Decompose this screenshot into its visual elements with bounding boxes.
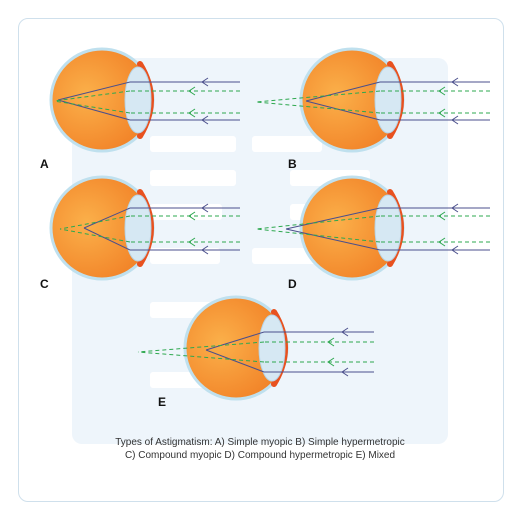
refracted-ray-dashed: [59, 215, 131, 230]
arrowhead: [327, 357, 335, 367]
arrowhead: [188, 86, 196, 96]
refracted-ray-dashed: [137, 351, 265, 363]
panel-label-e: E: [158, 395, 166, 409]
refracted-ray-solid: [205, 349, 265, 373]
arrowhead: [341, 327, 349, 337]
arrowhead: [201, 203, 209, 213]
eye-panel-e: E: [137, 295, 374, 409]
panel-label-c: C: [40, 277, 49, 291]
refracted-ray-solid: [285, 207, 381, 230]
arrowhead: [201, 245, 209, 255]
refracted-ray-solid: [57, 81, 131, 101]
panel-label-d: D: [288, 277, 297, 291]
lens: [124, 66, 152, 134]
panel-label-b: B: [288, 157, 297, 171]
arrowhead: [438, 211, 446, 221]
eye-panel-a: A: [40, 47, 240, 171]
refracted-ray-solid: [83, 207, 131, 229]
eye-panel-b: B: [255, 47, 490, 171]
lens: [124, 194, 152, 262]
arrowhead: [451, 77, 459, 87]
watermark-bar: [252, 136, 322, 152]
refracted-ray-dashed: [53, 100, 131, 114]
watermark-bar: [252, 248, 322, 264]
refracted-ray-solid: [305, 100, 381, 121]
refracted-ray-dashed: [59, 228, 131, 243]
arrowhead: [438, 108, 446, 118]
arrowhead: [451, 245, 459, 255]
arrowhead: [438, 86, 446, 96]
lens: [374, 66, 402, 134]
refracted-ray-dashed: [53, 90, 131, 102]
panel-label-a: A: [40, 157, 49, 171]
arrowhead: [188, 108, 196, 118]
arrowhead: [201, 115, 209, 125]
caption-line-1: Types of Astigmatism: A) Simple myopic B…: [115, 437, 405, 448]
caption-line-2: C) Compound myopic D) Compound hypermetr…: [124, 450, 396, 461]
refracted-ray-solid: [205, 331, 265, 351]
figure-caption: Types of Astigmatism: A) Simple myopic B…: [30, 436, 490, 462]
watermark-bar: [150, 248, 220, 264]
arrowhead: [327, 337, 335, 347]
eye-panel-c: C: [40, 175, 240, 291]
watermark-bar: [150, 170, 236, 186]
refracted-ray-solid: [57, 99, 131, 121]
refracted-ray-solid: [305, 81, 381, 102]
arrowhead: [188, 211, 196, 221]
arrowhead: [341, 367, 349, 377]
watermark-bar: [150, 136, 236, 152]
arrowhead: [438, 237, 446, 247]
arrowhead: [188, 237, 196, 247]
arrowhead: [451, 203, 459, 213]
arrowhead: [451, 115, 459, 125]
eye-panel-d: D: [255, 175, 490, 291]
refracted-ray-dashed: [137, 341, 265, 353]
lens: [374, 194, 402, 262]
arrowhead: [201, 77, 209, 87]
refracted-ray-solid: [83, 227, 131, 251]
refracted-ray-solid: [285, 228, 381, 251]
